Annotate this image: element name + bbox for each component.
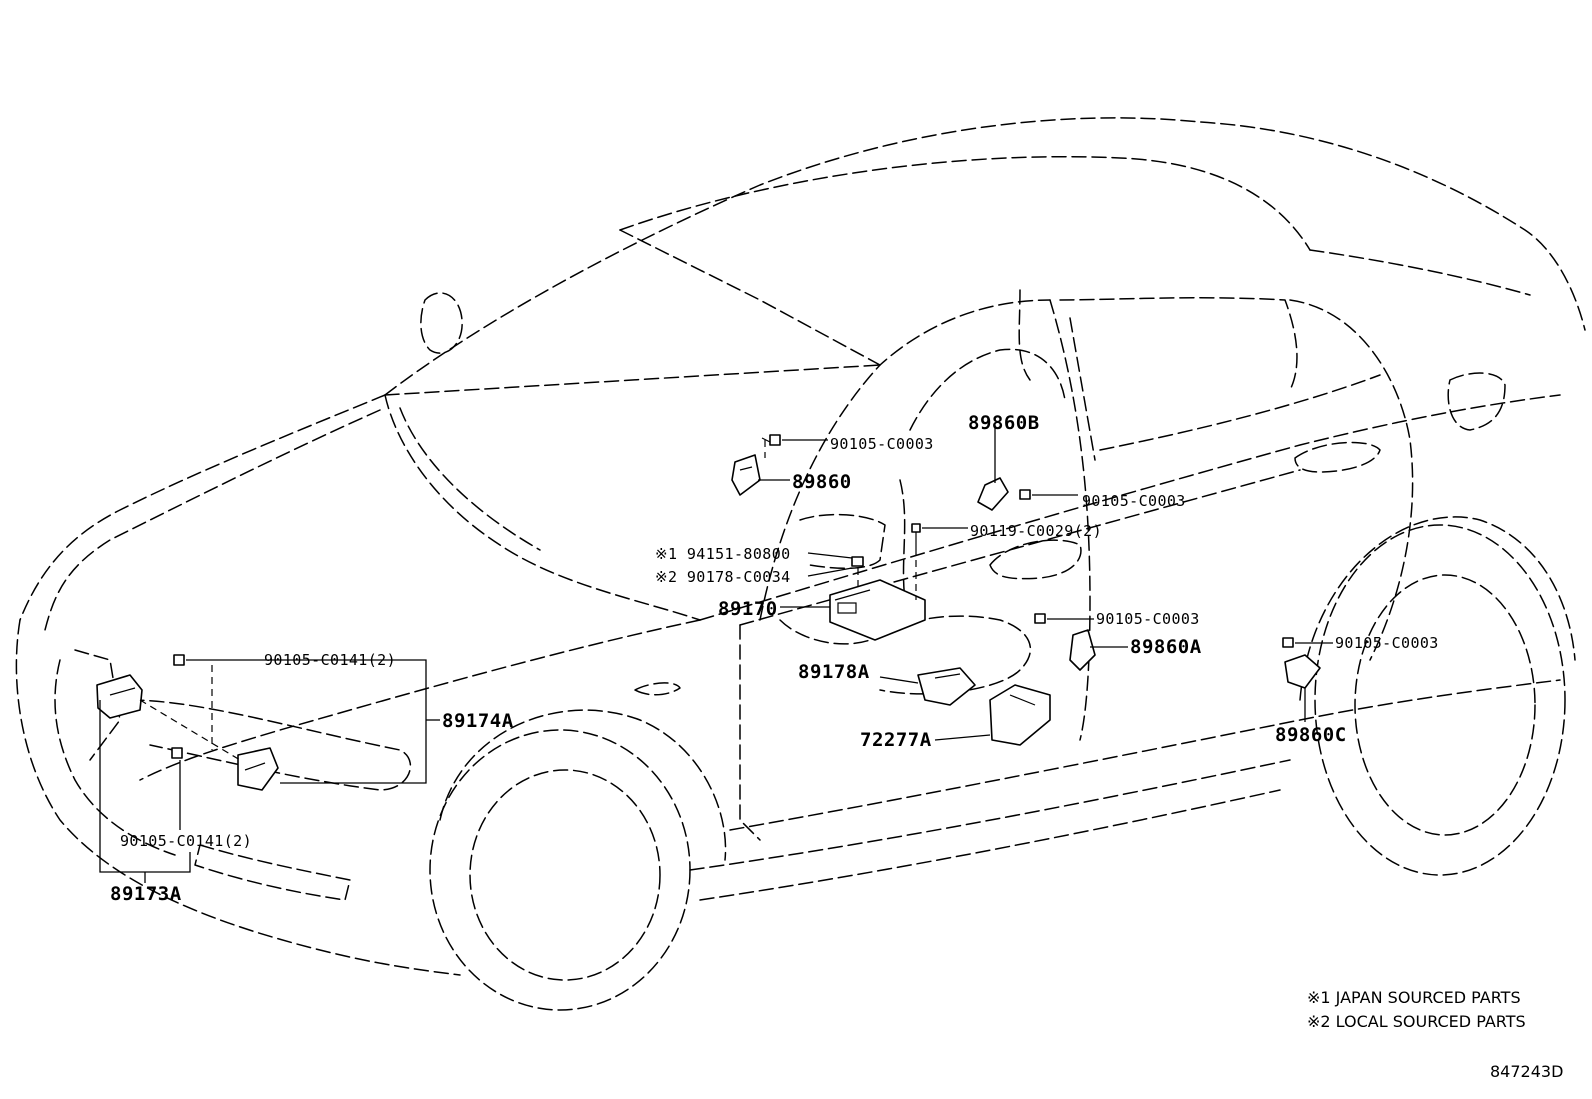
diagram-code: 847243D: [1490, 1062, 1564, 1081]
sensor-89860a: [1069, 629, 1096, 671]
label-89860: 89860: [792, 471, 852, 493]
sensor-89860: [731, 454, 761, 496]
note-japan-sourced: ※1 JAPAN SOURCED PARTS: [1307, 988, 1521, 1007]
label-89173a: 89173A: [110, 883, 182, 905]
bolt-90105-c0141-b: [171, 747, 183, 759]
label-90105-c0003-d: 90105-C0003: [1335, 634, 1439, 652]
nut-94151-90178: [851, 556, 864, 567]
parts: [96, 434, 1321, 791]
bracket-72277a: [989, 684, 1051, 746]
label-89178a: 89178A: [798, 661, 870, 683]
bolt-90105-c0003-c: [1034, 613, 1046, 624]
bolt-90105-c0003-a: [761, 434, 781, 446]
label-89170: 89170: [718, 598, 778, 620]
label-90105-c0003-c: 90105-C0003: [1096, 610, 1200, 628]
label-90105-c0141-b: 90105-C0141(2): [120, 832, 253, 850]
sensor-89173a: [96, 674, 143, 719]
bolt-90105-c0003-b: [1019, 489, 1031, 500]
label-72277a: 72277A: [860, 729, 932, 751]
sensor-89174a: [237, 747, 279, 791]
note-local-sourced: ※2 LOCAL SOURCED PARTS: [1307, 1012, 1526, 1031]
label-89174a: 89174A: [442, 710, 514, 732]
label-89860a: 89860A: [1130, 636, 1202, 658]
label-89860b: 89860B: [968, 412, 1040, 434]
bolt-90119: [911, 523, 921, 548]
bolt-90105-c0003-d: [1282, 637, 1294, 648]
bolt-90105-c0141-a: [173, 654, 185, 666]
label-90119-c0029: 90119-C0029(2): [970, 522, 1103, 540]
sensor-89860c: [1284, 654, 1321, 689]
label-89860c: 89860C: [1275, 724, 1347, 746]
car-outline: [15, 117, 1586, 1011]
label-90105-c0003-a: 90105-C0003: [830, 435, 934, 453]
label-90105-c0003-b: 90105-C0003: [1082, 492, 1186, 510]
label-94151-80800: ※1 94151-80800: [655, 545, 791, 563]
label-90178-c0034: ※2 90178-C0034: [655, 568, 791, 586]
sensor-89178a: [917, 667, 976, 706]
sensor-89860b: [977, 477, 1009, 511]
leader-lines: [99, 425, 1333, 883]
label-90105-c0141-a: 90105-C0141(2): [264, 651, 397, 669]
module-89170: [829, 579, 926, 641]
